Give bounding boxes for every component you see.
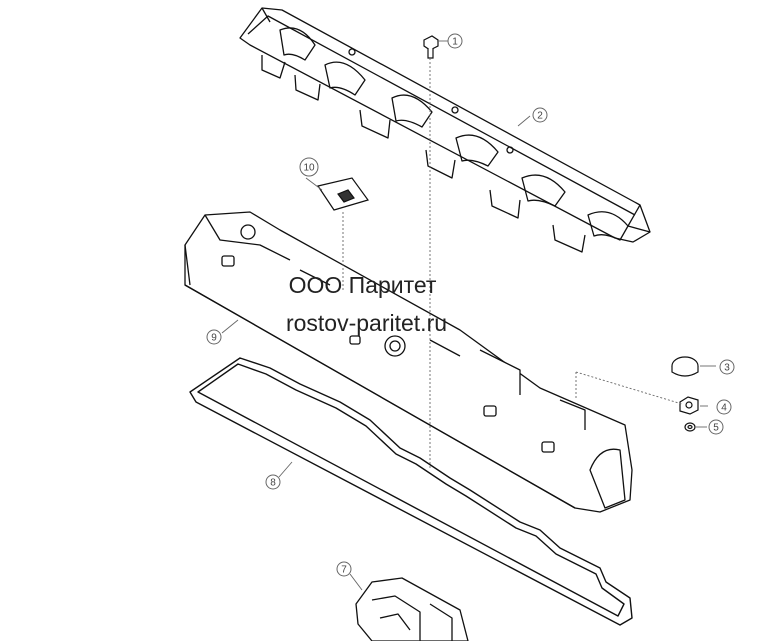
lower-bracket-part [355,577,469,641]
leader-lines [221,40,716,591]
callout-1: 1 [447,33,463,49]
callout-3: 3 [719,359,735,375]
callout-2-label: 2 [537,111,543,122]
callout-8-label: 8 [270,478,276,489]
nut-part [679,396,699,415]
callout-4: 4 [716,399,732,415]
callout-9: 9 [206,329,222,345]
callout-3-label: 3 [724,363,730,374]
bolt-part [423,35,439,59]
callout-9-label: 9 [211,333,217,344]
callout-1-label: 1 [452,37,458,48]
watermark-company: ООО Паритет [288,272,437,298]
callout-7-label: 7 [341,565,347,576]
valve-cover-part [184,211,633,513]
callout-5-label: 5 [713,423,719,434]
upper-bracket-part [239,7,651,253]
callout-10: 10 [299,157,319,177]
cap-part [671,356,699,377]
callout-8: 8 [265,474,281,490]
decal-part [317,177,369,211]
callout-5: 5 [708,419,724,435]
callout-4-label: 4 [721,403,727,414]
washer-part [684,422,696,432]
callout-7: 7 [336,561,352,577]
watermark-site: rostov-paritet.ru [285,310,448,336]
callout-2: 2 [532,107,548,123]
callout-10-label: 10 [303,163,315,174]
gasket-part [189,357,633,626]
